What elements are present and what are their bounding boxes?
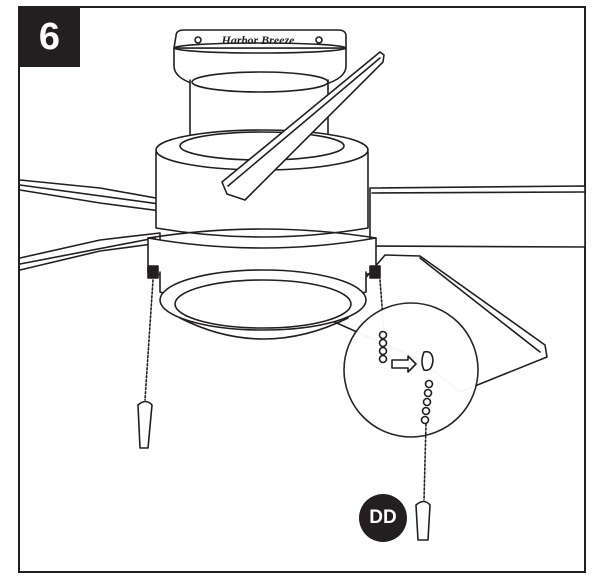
fan-blade-center (221, 51, 385, 201)
light-pull-chain (137, 265, 159, 449)
step-number: 6 (19, 7, 80, 67)
fan-blade-right (369, 185, 586, 248)
switch-housing (147, 228, 377, 340)
part-label-badge: DD (359, 494, 407, 542)
panel-border (18, 6, 586, 573)
fan-blade-left-lower (19, 232, 161, 271)
magnifier-detail (343, 302, 479, 541)
brand-logo: Harbor Breeze (221, 33, 296, 47)
